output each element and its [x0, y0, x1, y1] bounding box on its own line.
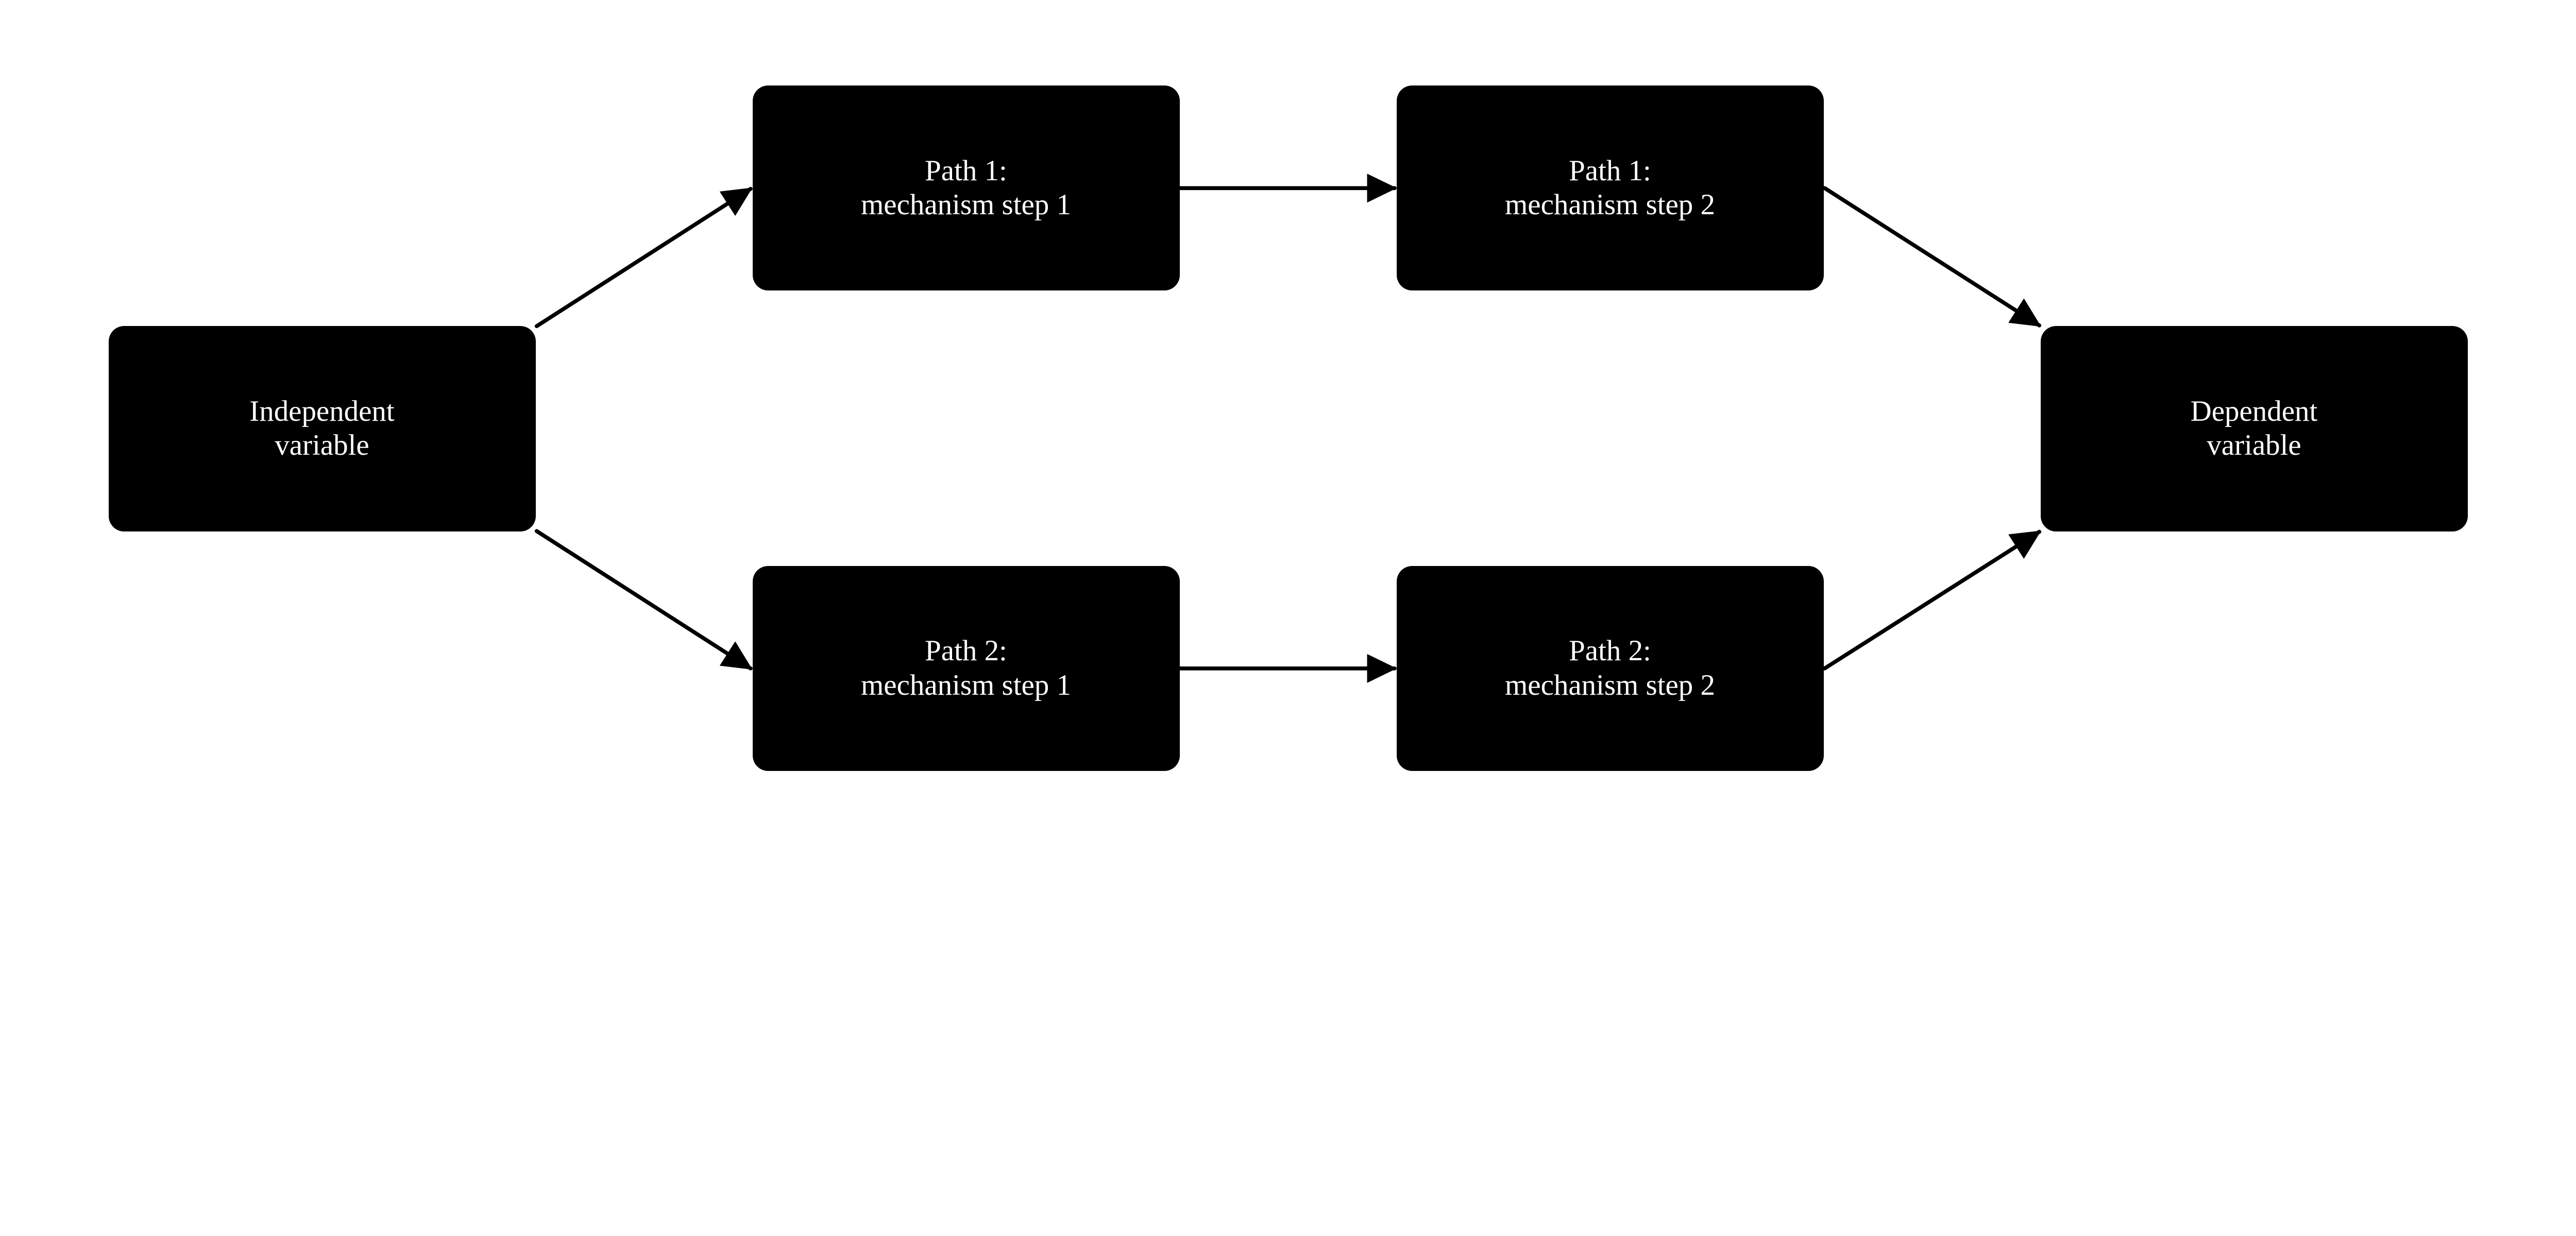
- node-path1-step1: Path 1: mechanism step 1: [752, 85, 1180, 291]
- edge-independent-to-path2-step1: [534, 529, 753, 671]
- node-label-line1: Path 1:: [925, 154, 1007, 187]
- node-dependent-variable: Dependent variable: [2040, 326, 2468, 531]
- node-label-line1: Independent: [249, 394, 395, 427]
- node-label-line2: mechanism step 2: [1505, 668, 1715, 701]
- node-path2-step2: Path 2: mechanism step 2: [1396, 565, 1824, 771]
- node-path2-step1: Path 2: mechanism step 1: [752, 565, 1180, 771]
- node-label-line1: Path 1:: [1569, 154, 1651, 187]
- node-label-line2: variable: [2207, 429, 2301, 462]
- node-label-line2: variable: [275, 429, 369, 462]
- edges-layer: [534, 0, 2042, 859]
- node-label-line1: Path 2:: [1569, 634, 1651, 667]
- edge-independent-to-path1-step1: [534, 186, 753, 329]
- node-label-line2: mechanism step 1: [861, 668, 1071, 701]
- node-independent-variable: Independent variable: [108, 326, 536, 531]
- node-path1-step2: Path 1: mechanism step 2: [1396, 85, 1824, 291]
- node-label-line2: mechanism step 2: [1505, 188, 1715, 221]
- node-label-line1: Dependent: [2190, 394, 2318, 427]
- node-label-line2: mechanism step 1: [861, 188, 1071, 221]
- node-label-line1: Path 2:: [925, 634, 1007, 667]
- edge-path2-step2-to-dependent: [1822, 529, 2042, 671]
- diagram-stage: Independent variable Path 1: mechanism s…: [108, 0, 2468, 859]
- edge-path1-step2-to-dependent: [1822, 186, 2042, 328]
